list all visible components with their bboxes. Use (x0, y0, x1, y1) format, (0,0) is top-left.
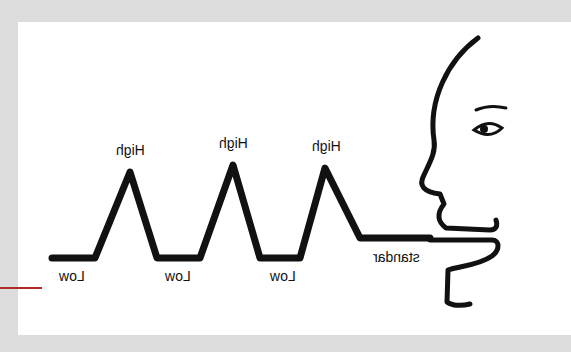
pitch-label: Low (59, 269, 85, 283)
pitch-label: High (219, 136, 248, 150)
pitch-label: High (312, 139, 341, 153)
slide-panel (18, 22, 571, 335)
pitch-label: Low (165, 269, 191, 283)
baseline-label: standar (373, 250, 420, 264)
pitch-label: Low (270, 269, 296, 283)
eye (474, 123, 502, 134)
pupil (480, 125, 488, 133)
accent-line (0, 287, 42, 289)
jaw-outline (430, 240, 498, 305)
pitch-label: High (116, 143, 145, 157)
eyebrow (476, 106, 506, 110)
pitch-waveform (52, 165, 430, 258)
